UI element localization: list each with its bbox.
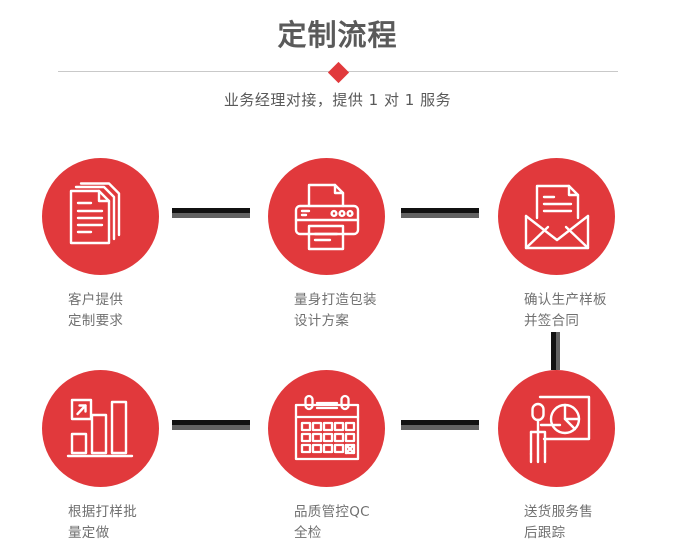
flow-step-4-circle[interactable] [42, 370, 159, 487]
connector-bar-dark [401, 208, 479, 213]
flow-step-3[interactable]: 确认生产样板 并签合同 [478, 158, 664, 332]
flow-step-1-circle[interactable] [42, 158, 159, 275]
stacked-documents-icon [69, 181, 120, 244]
flow-step-6[interactable]: 送货服务售 后跟踪 [478, 370, 664, 544]
calendar-icon [294, 394, 359, 460]
flow-step-2[interactable]: 量身打造包装 设计方案 [248, 158, 434, 332]
connector-bar-dark [551, 332, 556, 370]
flow-step-5[interactable]: 品质管控QC 全检 [248, 370, 434, 544]
bar-chart-icon [66, 398, 133, 457]
connector-bar-light [172, 425, 250, 430]
connector-bar-dark [172, 208, 250, 213]
flow-step-2-label: 量身打造包装 设计方案 [294, 292, 377, 329]
presenter-pie-chart-icon [529, 395, 590, 463]
connector-2-3 [401, 208, 479, 218]
flow-step-5-circle[interactable] [268, 370, 385, 487]
connector-1-2 [172, 208, 250, 218]
envelope-letter-icon [524, 184, 589, 249]
connector-bar-light [401, 213, 479, 218]
connector-bar-light [556, 332, 560, 370]
flow-step-4[interactable]: 根据打样批 量定做 [22, 370, 208, 544]
connector-3-6 [551, 332, 560, 370]
connector-bar-dark [401, 420, 479, 425]
page-title: 定制流程 [277, 18, 398, 52]
connector-bar-light [401, 425, 479, 430]
flow-step-1-label: 客户提供 定制要求 [68, 292, 124, 329]
page-subtitle: 业务经理对接，提供 1 对 1 服务 [223, 91, 452, 109]
flow-step-5-label: 品质管控QC 全检 [294, 504, 370, 541]
flow-step-6-label: 送货服务售 后跟踪 [524, 504, 593, 541]
connector-4-5 [172, 420, 250, 430]
flow-step-3-circle[interactable] [498, 158, 615, 275]
printer-icon [294, 183, 359, 250]
connector-bar-light [172, 213, 250, 218]
flow-step-1[interactable]: 客户提供 定制要求 [22, 158, 208, 332]
flow-step-3-label: 确认生产样板 并签合同 [524, 292, 607, 329]
connector-5-6 [401, 420, 479, 430]
flow-step-4-label: 根据打样批 量定做 [68, 504, 137, 541]
title-divider [58, 61, 618, 83]
header: 定制流程 业务经理对接，提供 1 对 1 服务 [0, 0, 675, 130]
connector-bar-dark [172, 420, 250, 425]
flow-step-6-circle[interactable] [498, 370, 615, 487]
flow-step-2-circle[interactable] [268, 158, 385, 275]
